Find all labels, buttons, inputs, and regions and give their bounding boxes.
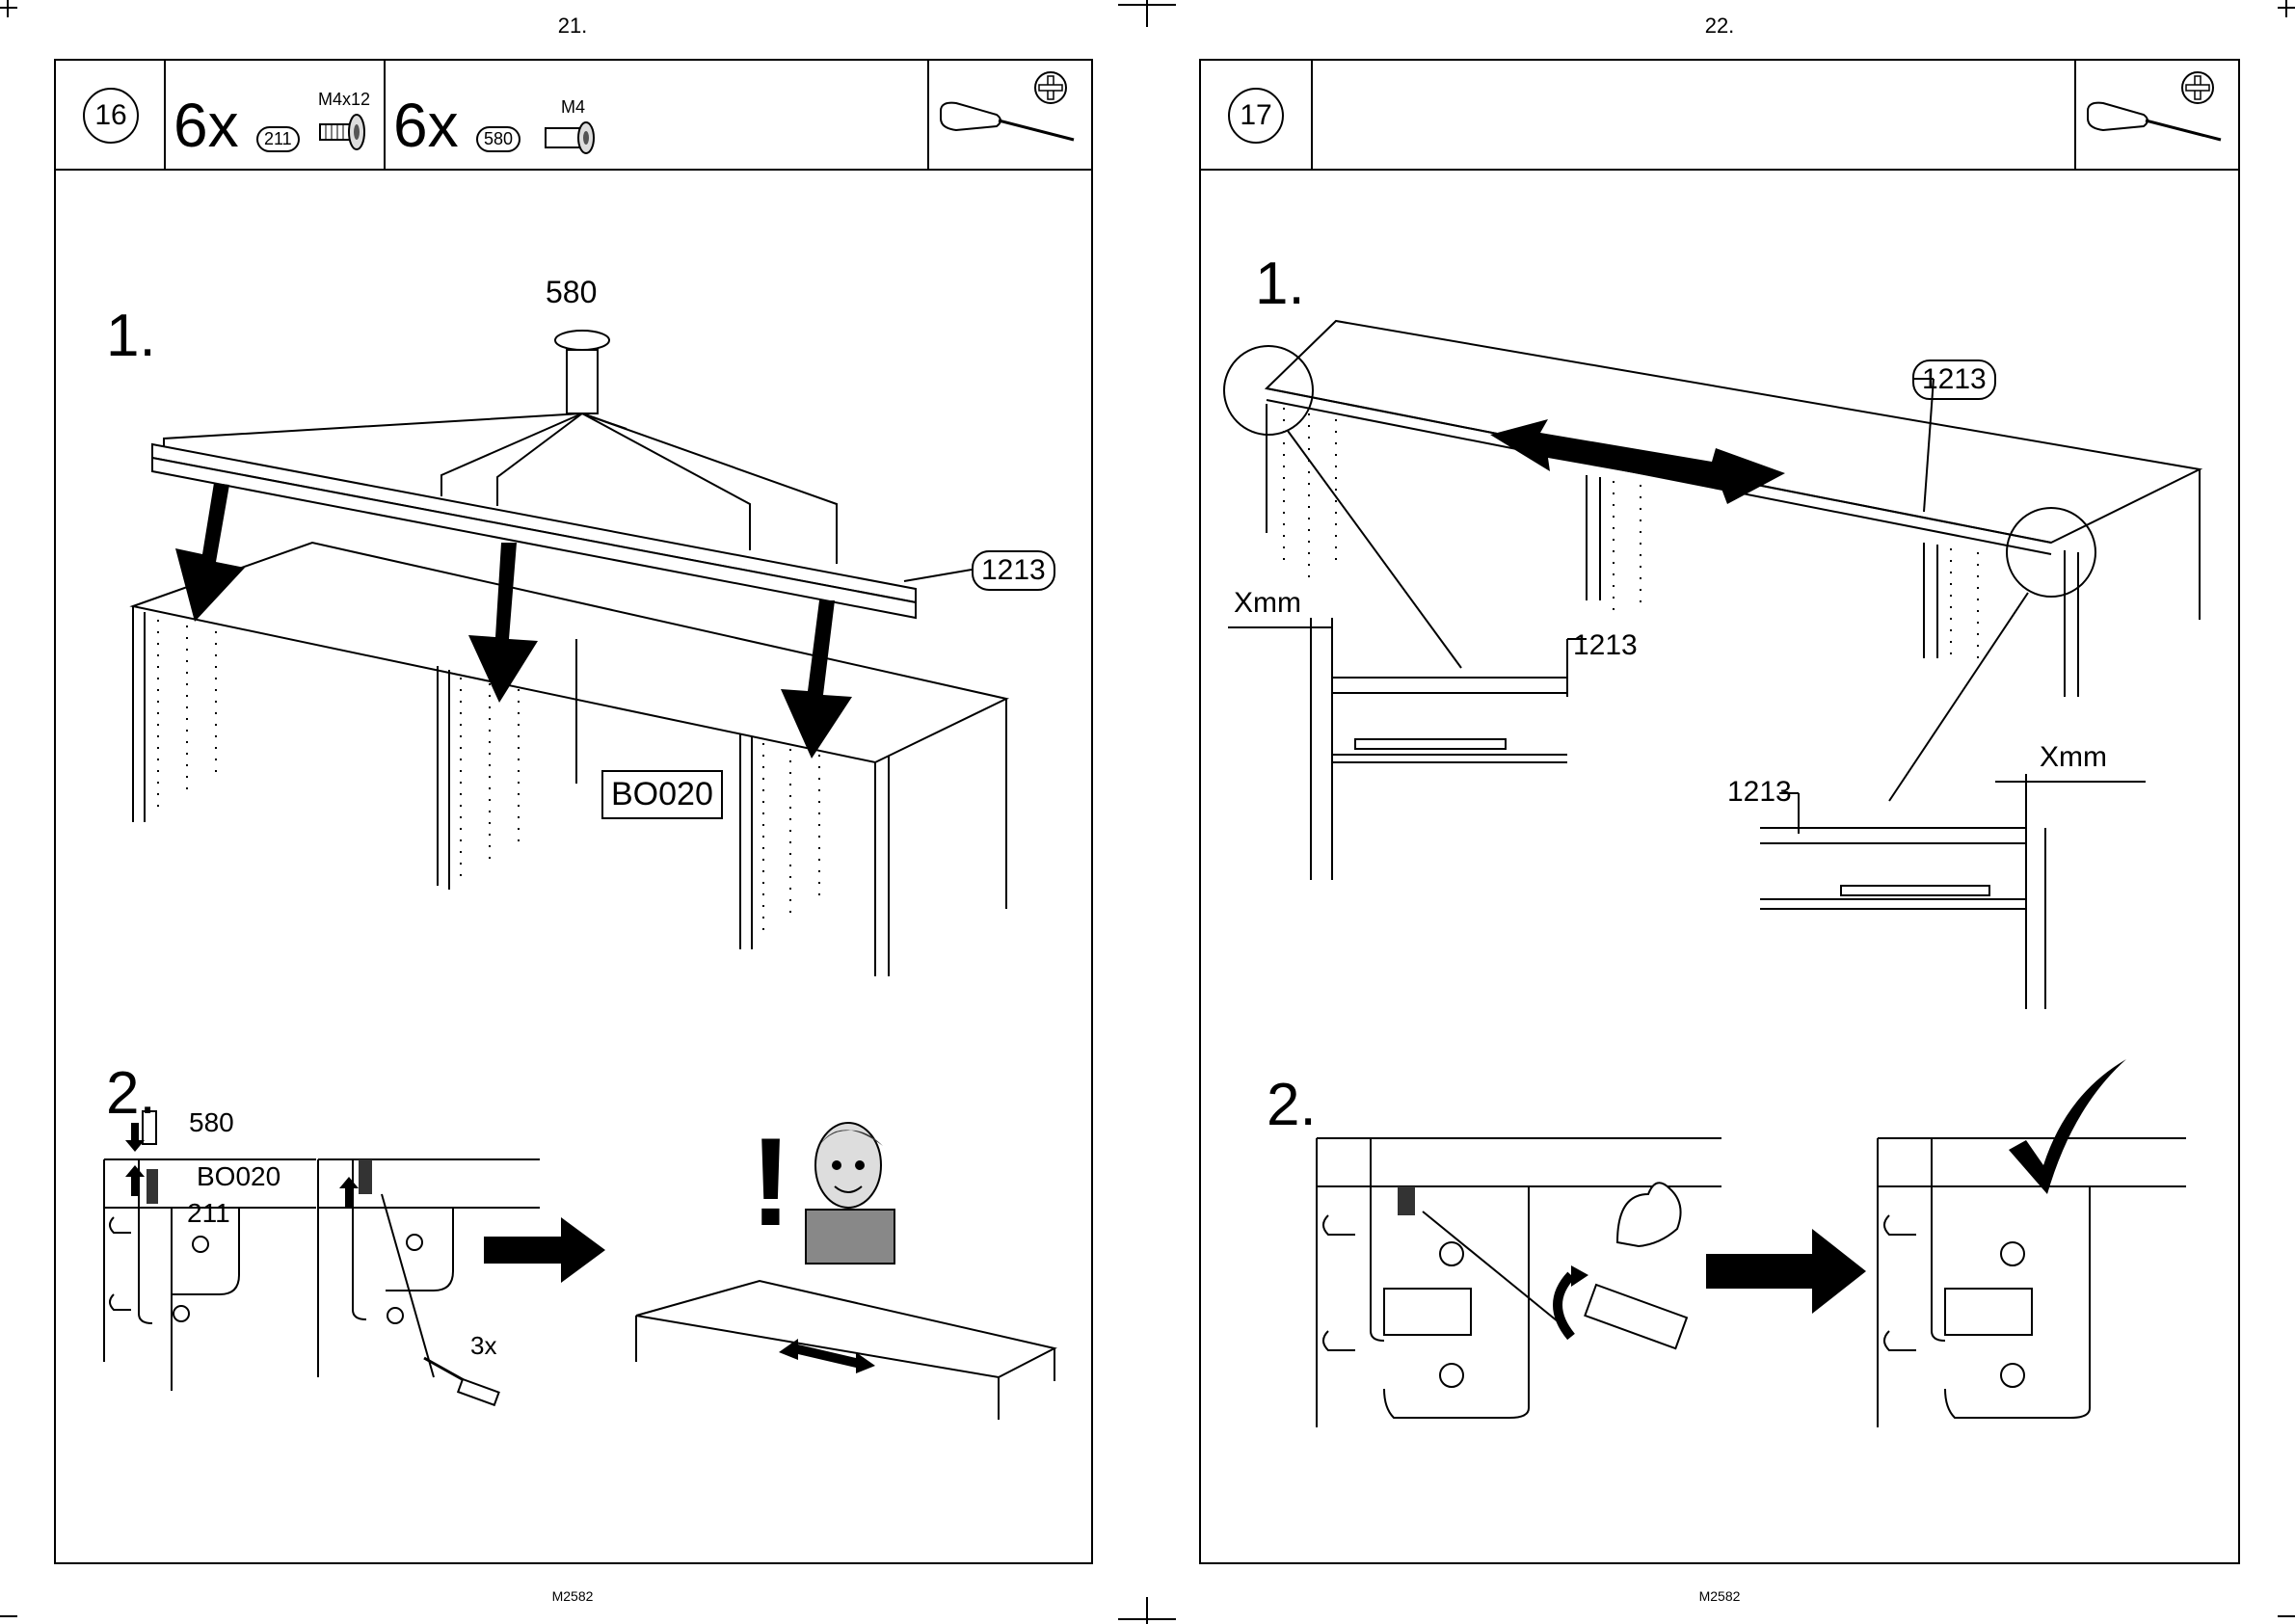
page-footer: M2582 — [1662, 1588, 1777, 1604]
arrow-right-icon — [1706, 1229, 1870, 1316]
exclamation-icon: ! — [750, 1109, 791, 1254]
hinge-bracket-diagram-before — [104, 1111, 316, 1362]
checkmark-icon — [2005, 1059, 2130, 1204]
instruction-page-right: 17 1. 1213 Xmm 1213 Xmm 1213 — [1199, 59, 2240, 1564]
instruction-page-left: 16 6x 211 M4x12 6x 580 M4 — [54, 59, 1093, 1564]
rail-alignment-drawing — [1201, 61, 2242, 1025]
screwdriver-turn-icon — [1538, 1246, 1712, 1400]
page-number: 22. — [1662, 13, 1777, 39]
page-footer: M2582 — [515, 1588, 630, 1604]
rail-mounting-drawing — [56, 61, 1095, 1025]
strength-arm-icon — [1610, 1175, 1696, 1262]
substep-2-label: 2. — [1267, 1071, 1317, 1139]
assembler-character — [798, 1117, 904, 1262]
arrow-right-icon — [484, 1217, 609, 1285]
cabinet-overview-small — [634, 1246, 1058, 1400]
page-number: 21. — [515, 13, 630, 39]
